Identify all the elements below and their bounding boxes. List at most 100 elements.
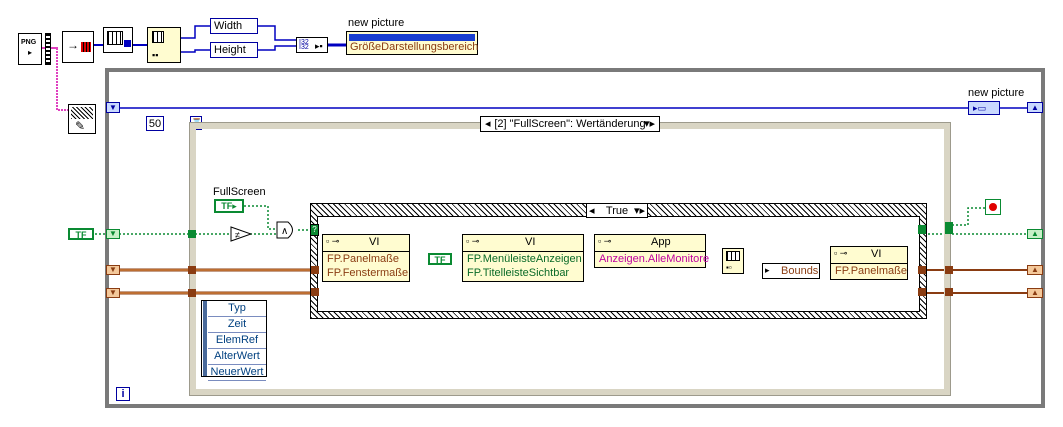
index-icon: ▪▫ <box>726 263 732 272</box>
brush-icon: ✎ <box>75 119 86 133</box>
selector-left-icon: ◂ <box>485 118 491 130</box>
timeout-value: 50 <box>148 118 162 130</box>
event-selector-label: [2] "FullScreen": Wertänderung <box>494 118 646 130</box>
event-data-bar <box>203 301 207 376</box>
refnum-shift-right-2: ▲ <box>1027 288 1043 298</box>
pixel-icon <box>124 40 131 47</box>
prop2-row-0[interactable]: FP.MenüleisteAnzeigen <box>467 253 582 265</box>
arrow-icon: → <box>67 38 79 52</box>
refnum-tunnel-case-2 <box>311 288 319 296</box>
event-data-item[interactable]: NeuerWert <box>208 365 266 381</box>
property-node-vi-2[interactable]: ▫ ⊸ VI FP.MenüleisteAnzeigen FP.Titellei… <box>462 234 584 282</box>
fullscreen-control[interactable]: TF▸ <box>214 199 244 213</box>
shift-register-right[interactable]: ▲ <box>1027 102 1043 113</box>
case-left-icon: ◂ <box>589 205 595 217</box>
bool-input-tf: TF <box>75 230 87 240</box>
new-picture-label-loop: new picture <box>968 87 1025 99</box>
bundle-arrow-icon: ▸▪ <box>315 41 323 51</box>
png-label: PNG <box>21 39 37 46</box>
refnum-tunnel-case-out-2 <box>918 288 926 296</box>
and-node[interactable]: ∧ <box>276 221 298 239</box>
prop1-row-0[interactable]: FP.Panelmaße <box>327 253 399 265</box>
file-path-terminal <box>45 33 51 65</box>
picture-draw-node[interactable]: ✎ <box>68 104 96 134</box>
bool-tunnel-event <box>188 230 196 238</box>
prop-head-2: ▫ ⊸ VI <box>463 235 583 252</box>
refnum-shift-left-1: ▼ <box>106 265 120 275</box>
wire-picture-to-loop <box>56 48 68 111</box>
prop2-class: VI <box>525 236 536 248</box>
unbundle-image-node[interactable]: ▪▪ <box>147 27 181 63</box>
case-selector-label: True <box>605 205 629 217</box>
refnum-tunnel-case-1 <box>311 266 319 274</box>
event-data-item[interactable]: Typ <box>208 301 266 317</box>
grid-icon <box>107 31 123 45</box>
read-png-node[interactable]: → <box>62 31 94 63</box>
case-bool-constant[interactable]: TF <box>428 253 452 265</box>
not-equal-node[interactable]: ≠ <box>230 226 253 242</box>
property-node-vi-3[interactable]: ▫ ⊸ VI FP.Panelmaße <box>830 246 908 280</box>
prop1-class: VI <box>369 236 380 248</box>
shift-register-left[interactable]: ▼ <box>106 102 120 113</box>
fullscreen-tf: TF <box>221 201 233 211</box>
unflatten-pixmap-node[interactable] <box>103 27 133 53</box>
case-selector-terminal: ? <box>310 224 319 236</box>
unbundle-bounds-node[interactable]: ▸ Bounds <box>762 263 820 279</box>
prop1-row-1[interactable]: FP.Fenstermaße <box>327 267 409 279</box>
prop4-class: VI <box>871 248 882 260</box>
bool-shift-right: ▲ <box>1027 229 1043 239</box>
new-picture-label-top: new picture <box>348 17 405 29</box>
prop3-class: App <box>651 236 671 248</box>
index-array-node[interactable]: ▪▫ <box>722 248 744 274</box>
picture-property-node[interactable]: GrößeDarstellungsbereich <box>346 31 478 55</box>
picture-icon <box>71 107 93 119</box>
refnum-tunnel-event-out-1 <box>945 266 953 274</box>
bool-tunnel-left: ▼ <box>106 229 120 239</box>
selector-right-icon: ▾▸ <box>643 118 655 130</box>
bool-input-terminal[interactable]: TF <box>68 228 94 240</box>
arrow-right-icon: ▸ <box>28 48 33 57</box>
ref-icon-2: ▫ ⊸ <box>466 236 480 246</box>
height-label: Height <box>214 44 246 56</box>
refnum-tunnel-case-out-1 <box>918 266 926 274</box>
prop-head-3: ▫ ⊸ App <box>595 235 705 252</box>
svg-text:∧: ∧ <box>281 226 288 237</box>
stop-icon <box>989 203 997 211</box>
iteration-label: i <box>121 388 125 400</box>
property-node-app[interactable]: ▫ ⊸ App Anzeigen.AlleMonitore <box>594 234 710 268</box>
event-data-item[interactable]: ElemRef <box>208 333 266 349</box>
prop3-row-0[interactable]: Anzeigen.AlleMonitore <box>599 253 710 265</box>
wire-height <box>180 49 210 53</box>
loop-condition-terminal[interactable] <box>985 199 1001 215</box>
compare-icon: ≠ <box>230 226 253 242</box>
case-bool-tf: TF <box>434 255 446 265</box>
prop4-row-0[interactable]: FP.Panelmaße <box>835 265 907 277</box>
prop2-row-1[interactable]: FP.TitelleisteSichtbar <box>467 267 570 279</box>
picture-icon-small: ▸▭ <box>973 103 987 113</box>
ref-icon: ▫ ⊸ <box>326 236 340 246</box>
prop-head-4: ▫ ⊸ VI <box>831 247 907 264</box>
event-data-item[interactable]: AlterWert <box>208 349 266 365</box>
unbundle-icon: ▪▪ <box>152 50 159 60</box>
new-picture-indicator[interactable]: ▸▭ <box>968 101 1000 115</box>
refnum-tunnel-event-1 <box>188 266 196 274</box>
case-selector[interactable]: ◂ True ▾▸ <box>586 203 648 218</box>
refnum-tunnel-event-2 <box>188 289 196 297</box>
image-data-icon <box>81 42 91 52</box>
iteration-terminal: i <box>116 387 130 401</box>
property-node-vi-1[interactable]: ▫ ⊸ VI FP.Panelmaße FP.Fenstermaße <box>322 234 410 282</box>
height-indicator[interactable]: Height <box>210 42 258 58</box>
event-selector[interactable]: ◂ [2] "FullScreen": Wertänderung ▾▸ <box>480 116 660 132</box>
width-indicator[interactable]: Width <box>210 18 258 34</box>
png-file-node[interactable]: PNG ▸ <box>18 33 42 65</box>
event-data-item[interactable]: Zeit <box>208 317 266 333</box>
fullscreen-label: FullScreen <box>213 186 266 198</box>
down-arrow-icon: ▼ <box>109 103 117 112</box>
width-label: Width <box>214 20 243 32</box>
case-right-icon: ▾▸ <box>633 205 645 217</box>
timeout-constant[interactable]: 50 <box>146 116 164 131</box>
